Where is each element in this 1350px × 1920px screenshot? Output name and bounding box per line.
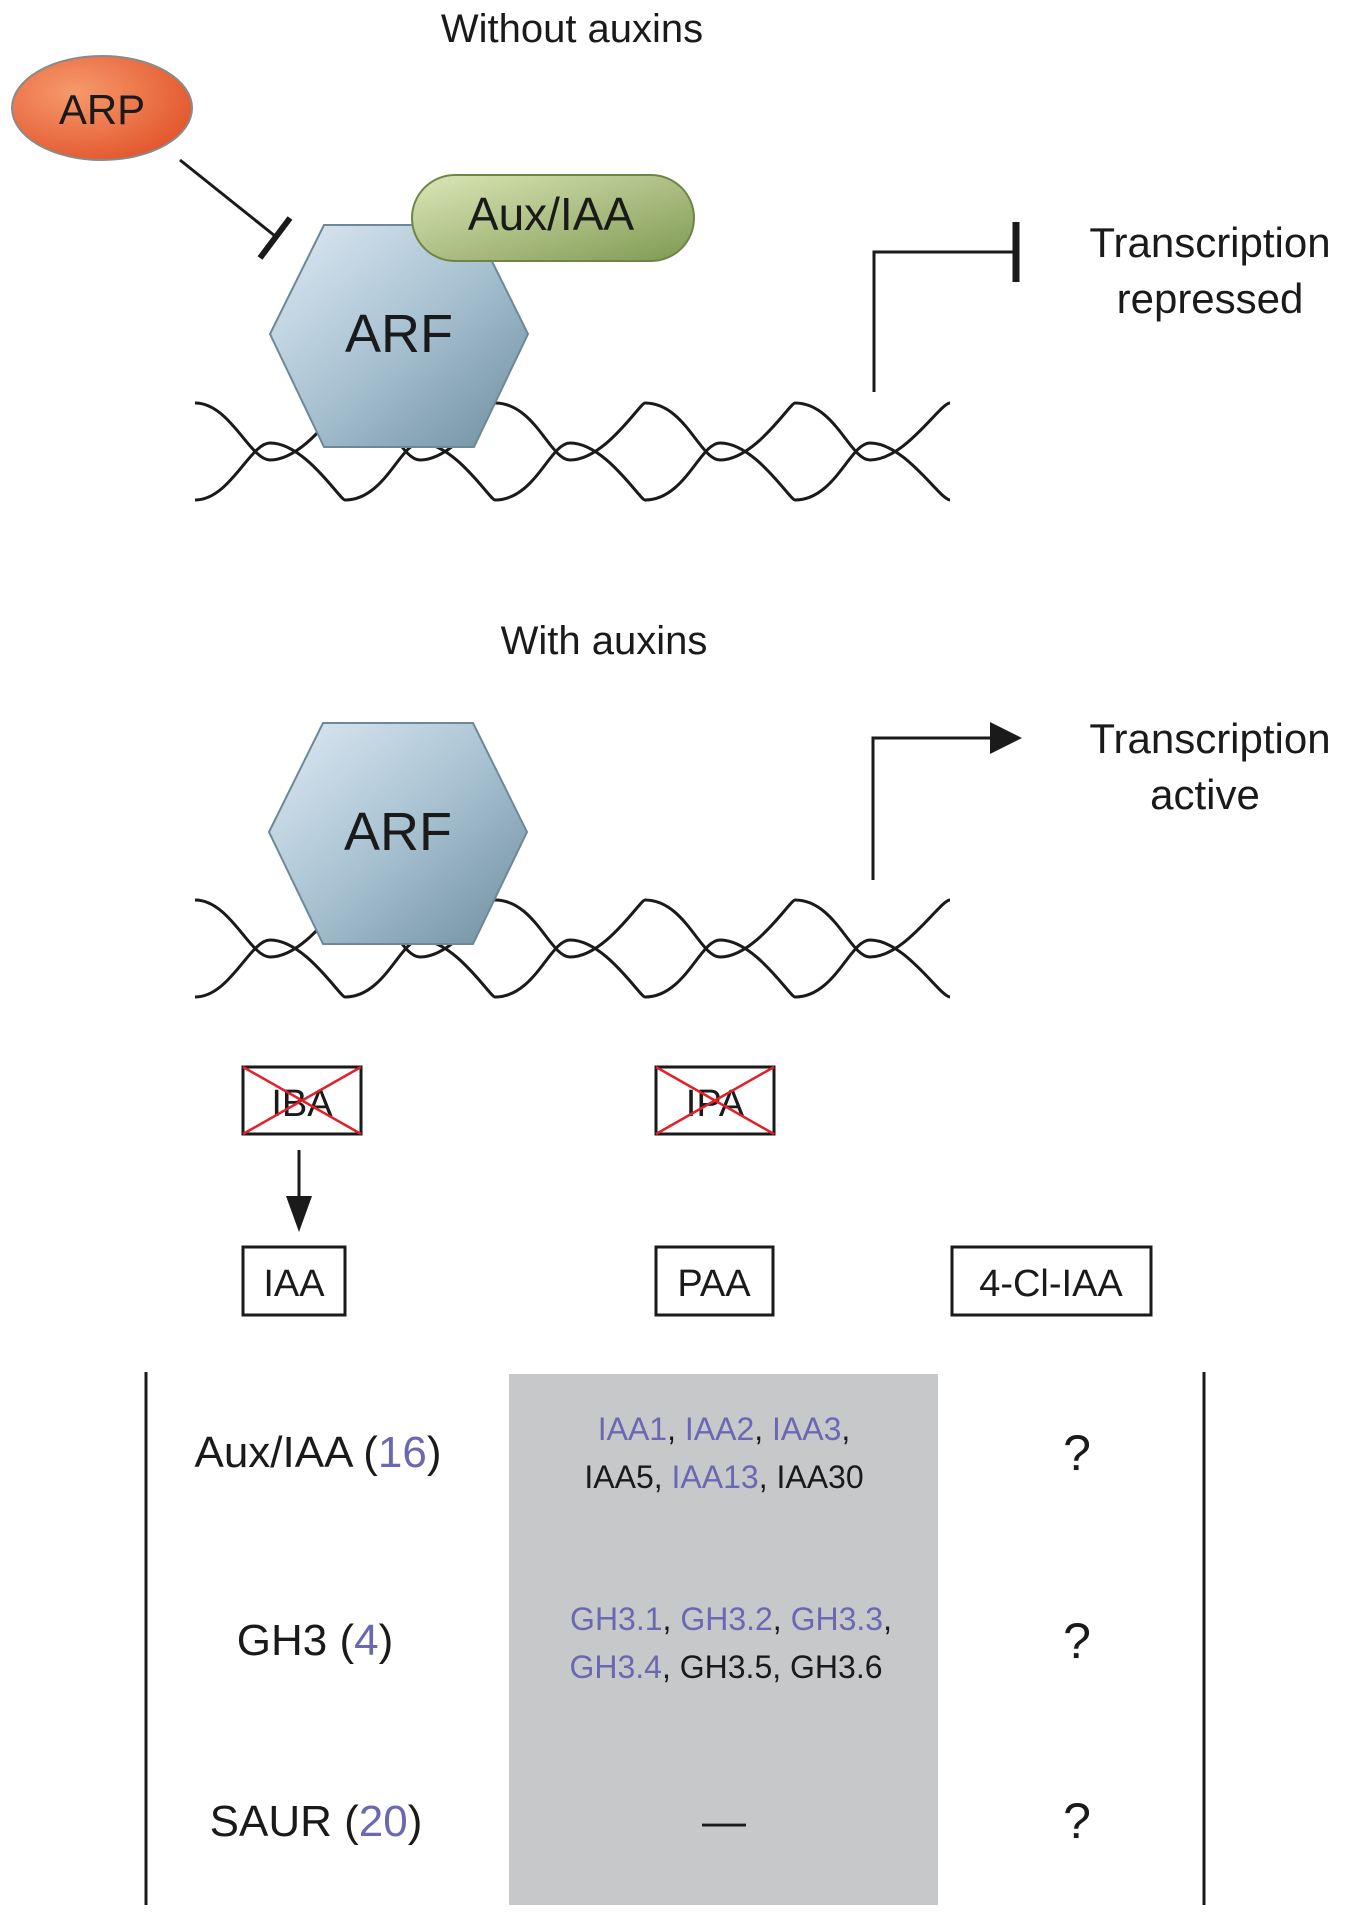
row-paa-genes-line1: GH3.1, GH3.2, GH3.3, [570,1601,892,1637]
ipa-box-crossed: IPA [654,1065,776,1136]
transcription-active-arrow [871,722,1022,880]
arp-ellipse [11,55,193,161]
table-row: SAUR (20) — ? [210,1793,1091,1849]
row-paa-genes-line2: GH3.4, GH3.5, GH3.6 [569,1649,882,1685]
transcription-active-line2: active [1150,771,1260,818]
iaa-box: IAA [241,1245,347,1317]
arf-label-top: ARF [345,304,453,364]
with-auxins-title: With auxins [501,619,708,663]
arf-label-bottom: ARF [344,802,452,862]
iba-to-iaa-arrow [286,1150,312,1232]
arf-hexagon-bottom [267,722,529,945]
paa-box: PAA [654,1245,775,1317]
row-paa-genes-line1: IAA1, IAA2, IAA3, [598,1411,851,1447]
transcription-active-line1: Transcription [1089,715,1330,762]
row-family-label: SAUR (20) [210,1797,423,1846]
row-family-label: Aux/IAA (16) [194,1428,441,1477]
row-paa-dash: — [702,1797,746,1846]
transcription-repressed-line1: Transcription [1089,219,1330,266]
auxin-compounds: IBA IPA IAA PAA 4-Cl-IAA [241,1065,1153,1317]
table-row: Aux/IAA (16) IAA1, IAA2, IAA3, IAA5, IAA… [194,1411,1090,1495]
arp-label: ARP [59,86,145,133]
row-cl-iaa-value: ? [1063,1425,1091,1481]
iba-box-crossed: IBA [241,1065,363,1136]
without-auxins-title: Without auxins [441,7,703,51]
table-row: GH3 (4) GH3.1, GH3.2, GH3.3, GH3.4, GH3.… [237,1601,1091,1685]
row-paa-genes-line2: IAA5, IAA13, IAA30 [584,1459,863,1495]
arf-hexagon-top [268,224,530,448]
paa-label: PAA [677,1263,751,1305]
response-gene-table: Aux/IAA (16) IAA1, IAA2, IAA3, IAA5, IAA… [144,1372,1206,1905]
transcription-repressed-marker [872,222,1020,392]
paa-column-shading [509,1374,938,1905]
cl-iaa-box: 4-Cl-IAA [950,1245,1153,1317]
panel-with-auxins: With auxins ARF Transcription active [194,619,1331,999]
dna-helix-top [194,401,951,502]
aux-iaa-label: Aux/IAA [468,188,635,240]
transcription-repressed-line2: repressed [1117,275,1304,322]
row-cl-iaa-value: ? [1063,1793,1091,1849]
aux-iaa-pill [411,174,695,262]
iaa-label: IAA [263,1263,325,1305]
row-family-label: GH3 (4) [237,1616,394,1665]
row-cl-iaa-value: ? [1063,1613,1091,1669]
panel-without-auxins: Without auxins ARF Aux/IAA ARP Transcrip… [11,7,1331,502]
cl-iaa-label: 4-Cl-IAA [979,1263,1123,1305]
arp-inhibition-arrow [179,158,293,260]
